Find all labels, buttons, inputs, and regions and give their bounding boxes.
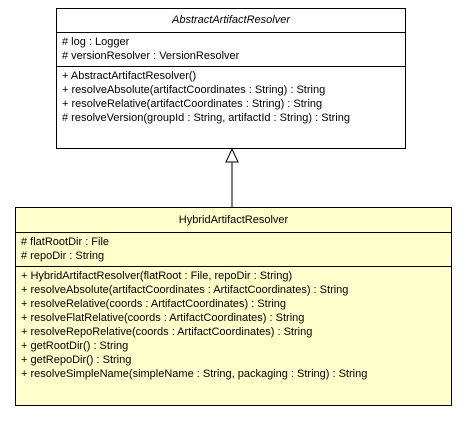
operation: # resolveVersion(groupId : String, artif…	[62, 112, 350, 124]
attributes-section: # flatRootDir : File # repoDir : String	[16, 233, 451, 266]
attributes-section: # log : Logger # versionResolver : Versi…	[57, 33, 405, 66]
operation: + resolveFlatRelative(coords : ArtifactC…	[21, 312, 305, 324]
operation: + resolveRelative(artifactCoordinates : …	[62, 98, 323, 110]
operation: + resolveAbsolute(artifactCoordinates : …	[21, 284, 349, 296]
hollow-triangle-arrowhead	[225, 147, 239, 163]
abstract-artifact-resolver-class[interactable]: AbstractArtifactResolver # log : Logger …	[56, 8, 406, 149]
hybrid-artifact-resolver-class[interactable]: HybridArtifactResolver # flatRootDir : F…	[15, 207, 452, 406]
operations-section: + HybridArtifactResolver(flatRoot : File…	[16, 266, 451, 384]
attribute: # repoDir : String	[21, 250, 105, 262]
operation: + getRootDir() : String	[21, 340, 129, 352]
operation: + HybridArtifactResolver(flatRoot : File…	[21, 270, 293, 282]
operation: + resolveRepoRelative(coords : ArtifactC…	[21, 326, 313, 338]
operation: + getRepoDir() : String	[21, 354, 132, 366]
operation: + resolveSimpleName(simpleName : String,…	[21, 368, 368, 380]
attribute: # log : Logger	[62, 36, 130, 48]
attribute: # flatRootDir : File	[21, 236, 110, 248]
attribute: # versionResolver : VersionResolver	[62, 50, 240, 62]
class-name: AbstractArtifactResolver	[57, 9, 405, 33]
class-name: HybridArtifactResolver	[16, 208, 451, 233]
operation: + resolveAbsolute(artifactCoordinates : …	[62, 84, 326, 96]
operations-section: + AbstractArtifactResolver() + resolveAb…	[57, 66, 405, 128]
operation: + AbstractArtifactResolver()	[62, 70, 197, 82]
operation: + resolveRelative(coords : ArtifactCoord…	[21, 298, 287, 310]
